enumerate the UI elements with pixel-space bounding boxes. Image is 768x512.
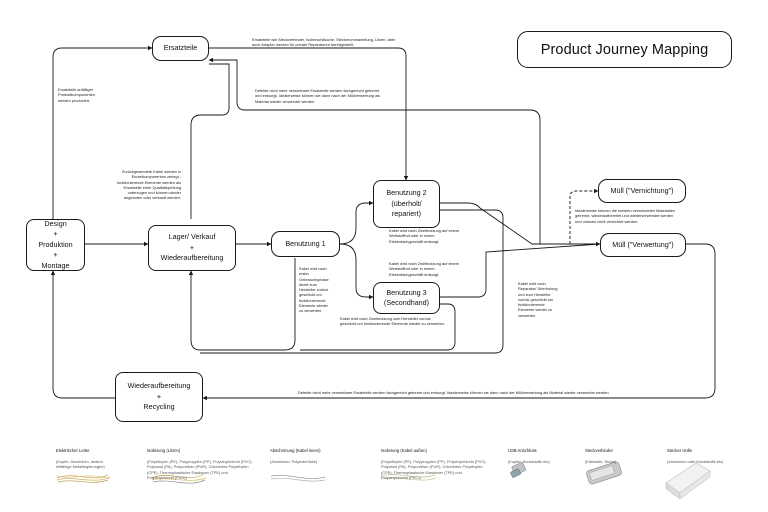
legend-subtitle: (Aluminium, Polyester/folie) [270, 459, 318, 465]
legend-abschirmung: Abschirmung (Kabel innen) (Aluminium, Po… [270, 443, 321, 470]
note-idealerweise: Idealerweise können die meisten verwende… [575, 208, 676, 224]
arrow-b1-to-b2 [339, 200, 374, 245]
legend-title: Abschirmung (Kabel innen) [270, 448, 321, 454]
node-ersatzteile[interactable]: Ersatzteile [152, 36, 209, 61]
node-benutzung-2[interactable]: Benutzung 2 (überholt/ repariert) [373, 180, 440, 228]
legend-title: Stecker Hülle [667, 448, 692, 454]
legend-subtitle: (Edelstahl, Nickel) [585, 459, 617, 465]
note-benutzung2-entsorgt: Kabel wird nach Zweitnutzung auf einem W… [389, 228, 460, 244]
arrow-lager-to-ersatzteile [190, 63, 230, 219]
page-title: Product Journey Mapping [517, 31, 732, 68]
legend-title: Elektrischer Leiter [56, 448, 90, 454]
node-muell-verwertung[interactable]: Müll ("Verwertung") [600, 233, 686, 257]
note-reparatur: Kabel wird nach Reparatur/ Überholung un… [518, 281, 558, 318]
arrow-verwertung-to-wiederaufbereitung [202, 243, 716, 401]
node-wiederaufbereitung-recycling[interactable]: Wiederaufbereitung + Recycling [115, 372, 203, 422]
legend-title: Isolierung (Litzen) [147, 448, 181, 454]
note-ersatzteile-left: Ersatzteile anfälliger Produktkomponente… [58, 87, 95, 103]
legend-subtitle: (Kupfer, Kunststoffe etc) [508, 459, 550, 465]
node-lager-verkauf[interactable]: Lager/ Verkauf + Wiederaufbereitung [148, 225, 236, 271]
legend-isolierung-aussen: Isolierung (Kabel außen) (Polyethylen (P… [381, 443, 487, 486]
note-bottom-defekte: Defekte nicht mehr verwertbare Ersatztei… [298, 390, 610, 395]
legend-steckverbinder: Steckverbinder (Edelstahl, Nickel) [585, 443, 616, 470]
arrow-b1-to-b3 [339, 243, 374, 300]
stecker-huelle-image [665, 462, 711, 500]
node-benutzung-3[interactable]: Benutzung 3 (Secondhand) [373, 282, 440, 314]
legend-subtitle: (Polyethylen (PE), Polypropylen (PP), Po… [381, 459, 487, 480]
legend-subtitle: (Polyethylen (PE), Polypropylen (PP), Po… [147, 459, 253, 480]
arrow-design-to-ersatzteile [52, 45, 153, 219]
arrow-verwertung-to-ersatzteile [208, 57, 541, 244]
arrow-wiederaufbereitung-to-design [50, 270, 115, 399]
legend-subtitle: (Aluminium oder Kunststoffe etc) [667, 459, 724, 465]
arrow-b3-return [300, 303, 456, 351]
legend-title: USB Anschluss [508, 448, 537, 454]
legend-illustrations [56, 473, 437, 484]
legend-elektrischer-leiter: Elektrischer Leiter (Kupfer, Aluminium, … [56, 443, 105, 475]
legend-isolierung-litzen: Isolierung (Litzen) (Polyethylen (PE), P… [147, 443, 253, 486]
note-benutzung3-entsorgt: Kabel wird nach Zweitnutzung auf einem W… [389, 261, 460, 277]
note-ersatzteile-top: Ersatzteile wie Steckverbinder, Isoliers… [252, 37, 396, 48]
arrow-b1-return [188, 258, 296, 351]
usb-connector-image [510, 462, 526, 478]
arrow-b3-to-verwertung [440, 243, 601, 298]
arrow-ersatzteile-to-benutzung2 [209, 47, 409, 181]
arrow-verwertung-to-vernichtung [569, 188, 599, 244]
steckverbinder-image [586, 461, 622, 485]
node-design[interactable]: Design + Produktion + Montage [26, 219, 85, 271]
legend-title: Steckverbinder [585, 448, 613, 454]
legend-subtitle: (Kupfer, Aluminium, andere leitfähige Me… [56, 459, 105, 470]
node-benutzung-1[interactable]: Benutzung 1 [271, 231, 340, 257]
note-defekte-top: Defekte nicht mehr verwertbare Ersatztei… [255, 88, 381, 104]
arrow-b2-to-verwertung [440, 202, 601, 247]
legend-stecker-huelle: Stecker Hülle (Aluminium oder Kunststoff… [667, 443, 723, 470]
arrow-b2-reparatur [200, 209, 504, 354]
legend-title: Isolierung (Kabel außen) [381, 448, 427, 454]
node-muell-vernichtung[interactable]: Müll ("Vernichtung") [598, 179, 686, 203]
legend-usb-anschluss: USB Anschluss (Kupfer, Kunststoffe etc) [508, 443, 550, 470]
note-benutzung1-return: Kabel wird nach erster Gebrauchsphase di… [299, 266, 329, 314]
note-zurueckgesendet: Zurückgesendete Kabel werden in Einzelko… [117, 169, 182, 201]
note-benutzung3-return: Kabel wird nach Zweitnutzung zum Herstel… [340, 316, 445, 327]
